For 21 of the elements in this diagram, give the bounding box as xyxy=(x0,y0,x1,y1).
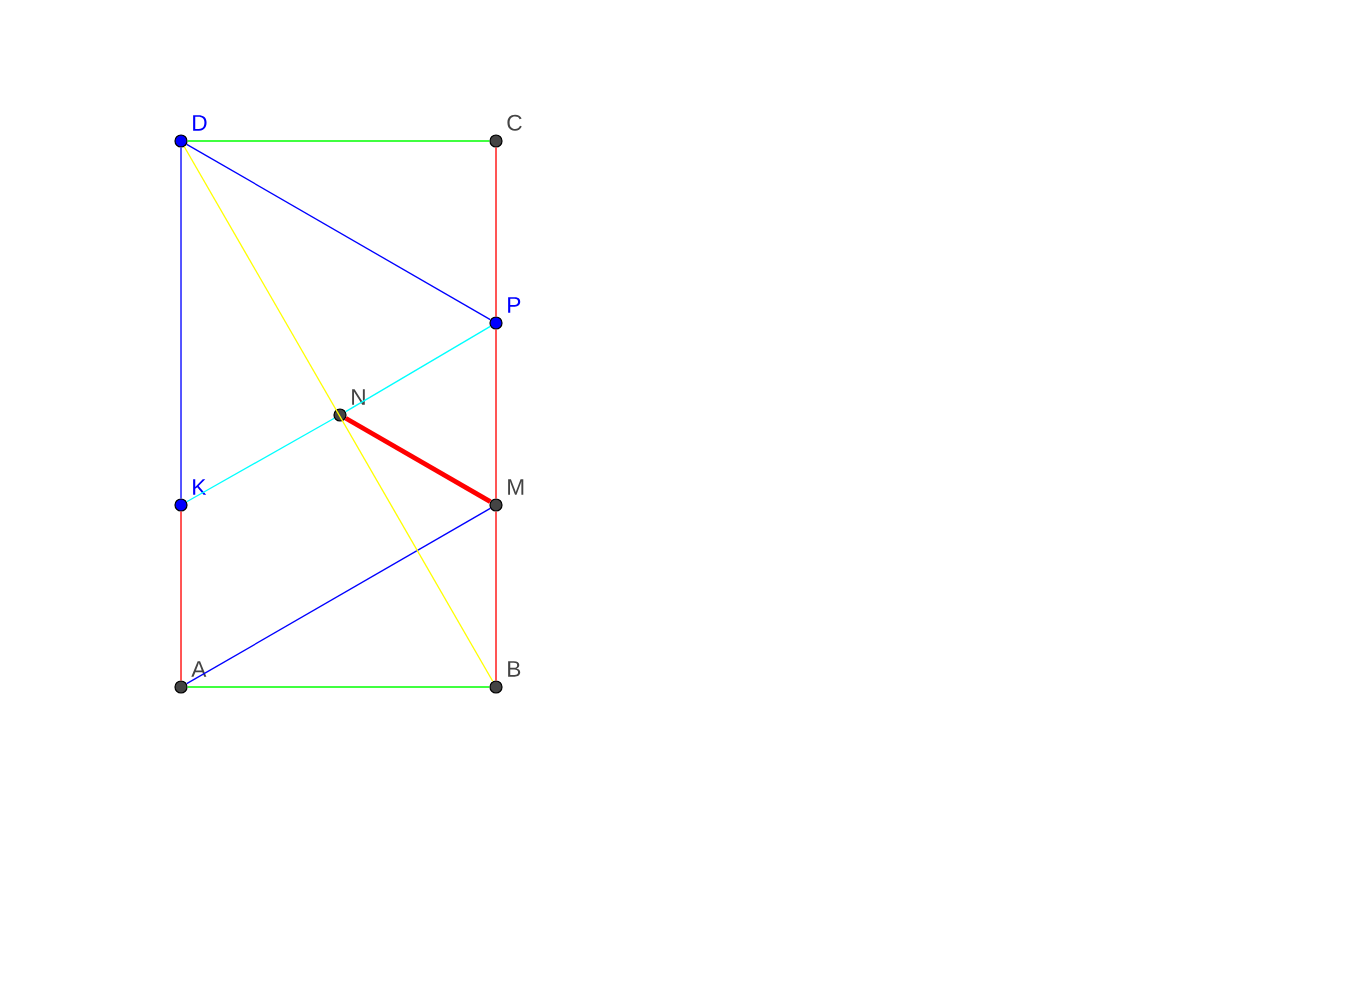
line-segment xyxy=(345,325,491,413)
line-segment xyxy=(180,146,182,500)
line-segment xyxy=(186,417,335,503)
line-segment xyxy=(183,146,494,682)
point-label: B xyxy=(508,661,521,677)
line-segment xyxy=(495,146,497,318)
line-segment xyxy=(186,143,491,321)
point-label: A xyxy=(191,661,207,677)
point-label: N xyxy=(352,389,365,405)
point-label: M xyxy=(508,479,524,495)
line-segment xyxy=(186,507,491,685)
point-label: C xyxy=(507,114,522,131)
point-label: P xyxy=(508,297,521,313)
point-label: D xyxy=(193,115,207,131)
line-segment xyxy=(180,510,182,682)
line-segment xyxy=(495,510,497,682)
line-segment xyxy=(186,686,491,688)
line-segment xyxy=(186,140,491,142)
line-segment xyxy=(344,416,492,504)
line-segment xyxy=(495,328,497,500)
point-label: K xyxy=(193,479,207,495)
